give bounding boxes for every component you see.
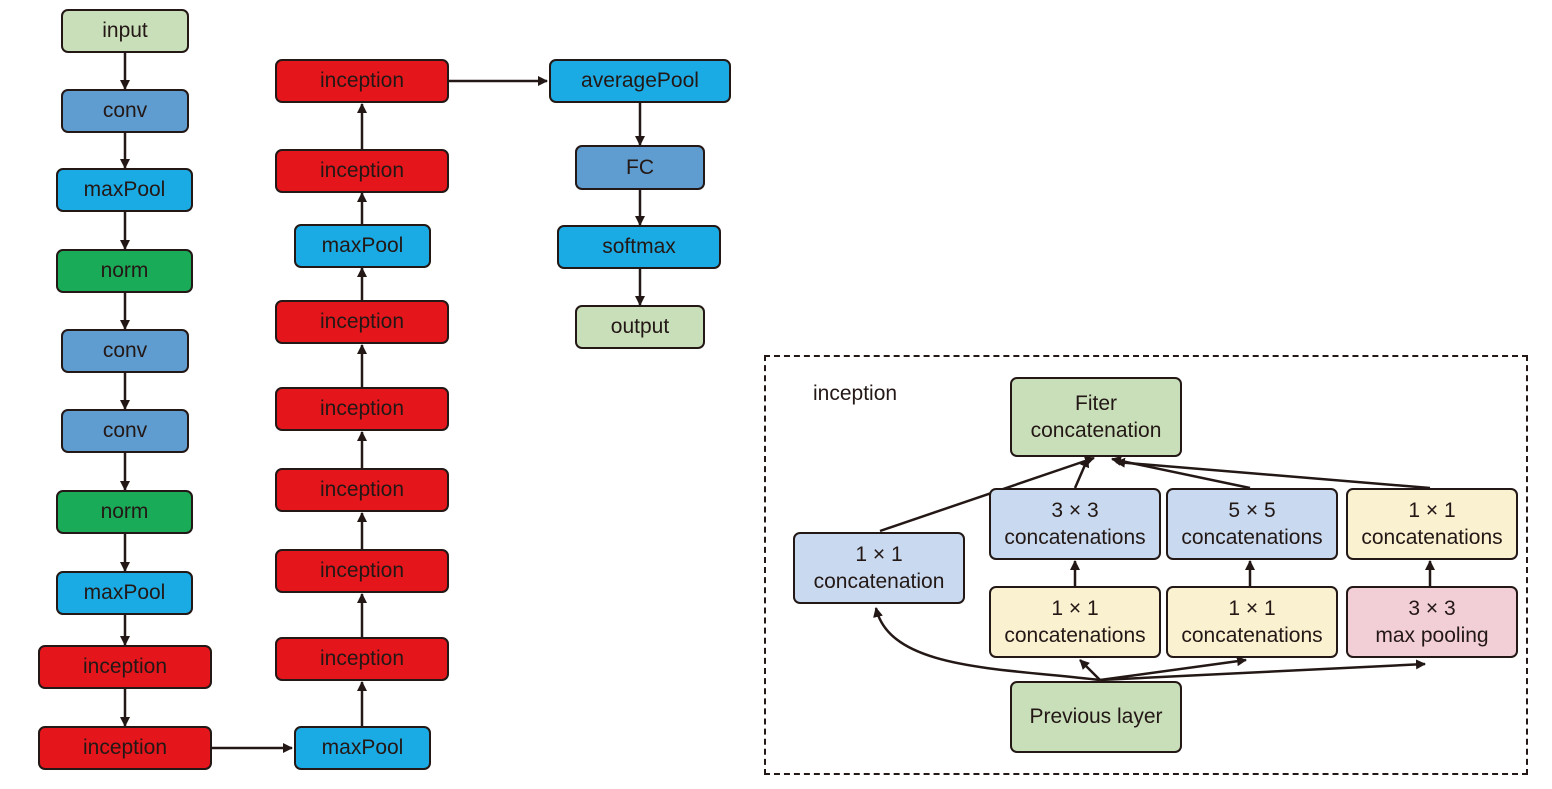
input-node: input <box>61 9 189 53</box>
output-node: output <box>575 305 705 349</box>
inception-detail-frame <box>764 355 1528 775</box>
inception-node: inception <box>275 149 449 193</box>
inception-node: inception <box>275 468 449 512</box>
previous-layer-node: Previous layer <box>1010 681 1182 753</box>
conv-node: conv <box>61 329 189 373</box>
maxpool-node: maxPool <box>56 571 193 615</box>
inception-node: inception <box>38 645 212 689</box>
arrow <box>1115 457 1431 490</box>
arrow <box>1099 659 1426 682</box>
softmax-node: softmax <box>557 225 721 269</box>
arrow <box>879 456 1095 533</box>
norm-node: norm <box>56 249 193 293</box>
inception-node: inception <box>275 549 449 593</box>
inception-caption: inception <box>813 382 898 405</box>
branch4-maxpool-node: 3 × 3 max pooling <box>1346 586 1518 658</box>
averagepool-node: averagePool <box>549 59 731 103</box>
arrow <box>1073 457 1090 489</box>
inception-node: inception <box>38 726 212 770</box>
inception-node: inception <box>275 387 449 431</box>
inception-node: inception <box>275 59 449 103</box>
inception-node: inception <box>275 637 449 681</box>
maxpool-node: maxPool <box>294 726 431 770</box>
branch1-conv-node: 1 × 1 concatenation <box>793 532 965 604</box>
arrow <box>1079 659 1101 681</box>
branch2-reduce-node: 1 × 1 concatenations <box>989 586 1161 658</box>
inception-node: inception <box>275 300 449 344</box>
arrow <box>1099 656 1247 682</box>
norm-node: norm <box>56 490 193 534</box>
conv-node: conv <box>61 409 189 453</box>
maxpool-node: maxPool <box>294 224 431 268</box>
branch2-conv-node: 3 × 3 concatenations <box>989 488 1161 560</box>
branch4-conv-node: 1 × 1 concatenations <box>1346 488 1518 560</box>
branch3-reduce-node: 1 × 1 concatenations <box>1166 586 1338 658</box>
conv-node: conv <box>61 89 189 133</box>
arrow <box>873 607 1101 682</box>
fc-node: FC <box>575 145 705 190</box>
filter-concatenation-node: Fiter concatenation <box>1010 377 1182 457</box>
maxpool-node: maxPool <box>56 168 193 212</box>
branch3-conv-node: 5 × 5 concatenations <box>1166 488 1338 560</box>
